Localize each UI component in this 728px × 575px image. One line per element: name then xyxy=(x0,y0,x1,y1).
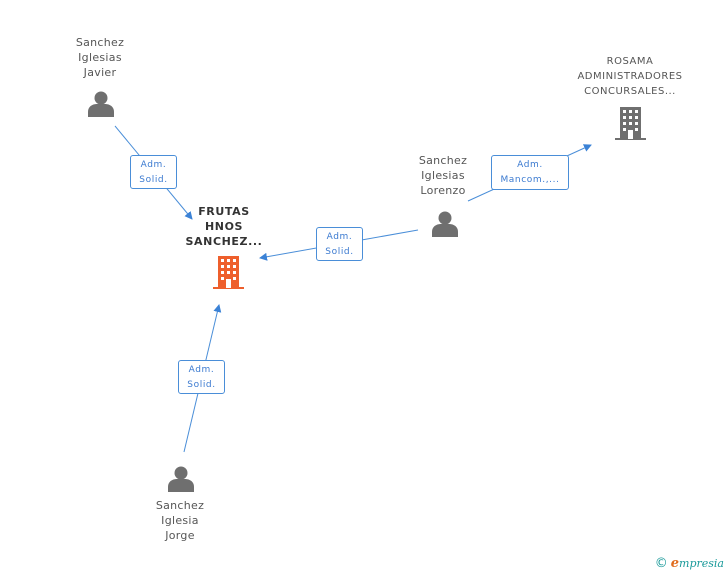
brand-watermark: ©empresia xyxy=(655,556,724,571)
node-label-line: FRUTAS xyxy=(198,205,250,218)
edge-role-line: Solid. xyxy=(325,247,354,257)
edge-role-line: Adm. xyxy=(140,160,167,170)
node-label-line: Sanchez xyxy=(418,154,468,167)
node-label-line: Lorenzo xyxy=(420,184,466,197)
node-label-line: ROSAMA xyxy=(606,56,654,67)
node-label-lorenzo[interactable]: Sanchez Iglesias Lorenzo xyxy=(393,153,493,198)
brand-logo-text: mpresia xyxy=(679,557,724,570)
brand-logo-initial: e xyxy=(670,556,680,571)
copyright-symbol: © xyxy=(654,556,668,571)
node-label-javier[interactable]: Sanchez Iglesias Javier xyxy=(50,35,150,80)
building-icon[interactable] xyxy=(615,107,646,140)
edge-role-line: Adm. xyxy=(188,365,215,375)
edge-label-javier-frutas[interactable]: Adm. Solid. xyxy=(130,155,177,189)
node-label-line: Sanchez xyxy=(75,36,125,49)
node-label-line: Iglesias xyxy=(421,169,465,182)
edge-role-line: Solid. xyxy=(187,380,216,390)
edge-role-line: Adm. xyxy=(517,160,543,170)
node-label-jorge[interactable]: Sanchez Iglesia Jorge xyxy=(130,498,230,543)
edge-label-lorenzo-frutas[interactable]: Adm. Solid. xyxy=(316,227,363,261)
node-label-line: Jorge xyxy=(165,529,195,542)
node-label-rosama[interactable]: ROSAMA ADMINISTRADORES CONCURSALES... xyxy=(560,54,700,99)
node-label-line: Sanchez xyxy=(155,499,205,512)
building-icon[interactable] xyxy=(213,256,244,289)
edge-role-line: Mancom.,... xyxy=(500,175,560,185)
edge-role-line: Adm. xyxy=(326,232,353,242)
edge-label-jorge-frutas[interactable]: Adm. Solid. xyxy=(178,360,225,394)
node-label-line: Iglesia xyxy=(161,514,199,527)
edge-label-lorenzo-rosama[interactable]: Adm. Mancom.,... xyxy=(491,155,569,190)
node-label-line: Javier xyxy=(83,66,117,79)
node-label-line: ADMINISTRADORES xyxy=(577,71,683,82)
node-label-line: Iglesias xyxy=(78,51,122,64)
node-label-line: SANCHEZ... xyxy=(185,235,263,248)
person-icon[interactable] xyxy=(88,91,114,118)
edge-role-line: Solid. xyxy=(139,175,168,185)
node-label-frutas[interactable]: FRUTAS HNOS SANCHEZ... xyxy=(164,204,284,249)
node-label-line: HNOS xyxy=(204,220,244,233)
person-icon[interactable] xyxy=(168,466,194,493)
person-icon[interactable] xyxy=(432,211,458,238)
node-label-line: CONCURSALES... xyxy=(584,86,676,97)
